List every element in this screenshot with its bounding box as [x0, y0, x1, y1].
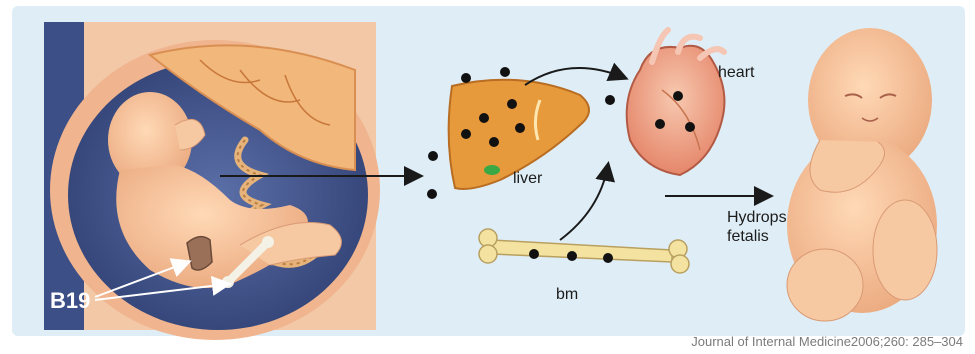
virus-dot — [489, 137, 499, 147]
virus-dot — [427, 189, 437, 199]
virus-dot — [461, 73, 471, 83]
virus-dot — [428, 151, 438, 161]
arrow-bone-to-heart — [560, 165, 608, 240]
virus-dot — [603, 253, 613, 263]
newborn-leg — [787, 249, 863, 321]
virus-dot — [673, 91, 683, 101]
gallbladder — [484, 165, 500, 175]
virus-dot — [655, 119, 665, 129]
heart-shape — [627, 46, 725, 175]
womb-illustration — [44, 22, 380, 340]
virus-dot — [507, 99, 517, 109]
citation: Journal of Internal Medicine2006;260: 28… — [691, 334, 963, 349]
virus-dot — [500, 67, 510, 77]
virus-dot — [529, 249, 539, 259]
bone-illustration — [479, 229, 689, 273]
virus-dot — [479, 113, 489, 123]
bone-shaft — [492, 240, 672, 262]
heart-illustration — [627, 30, 725, 175]
bm-label: bm — [556, 286, 578, 304]
b19-label: B19 — [50, 288, 90, 314]
newborn-leg-right — [873, 200, 937, 300]
virus-dot — [685, 122, 695, 132]
virus-dot — [461, 129, 471, 139]
hydrops-label-line1: Hydrops — [727, 209, 787, 227]
liver-label: liver — [513, 170, 542, 188]
virus-dot — [567, 251, 577, 261]
virus-dot — [515, 123, 525, 133]
virus-dot — [605, 95, 615, 105]
fetal-liver — [187, 237, 212, 270]
hydrops-label-line2: fetalis — [727, 228, 769, 246]
hydropic-newborn-illustration — [787, 28, 937, 321]
heart-label: heart — [718, 64, 754, 82]
